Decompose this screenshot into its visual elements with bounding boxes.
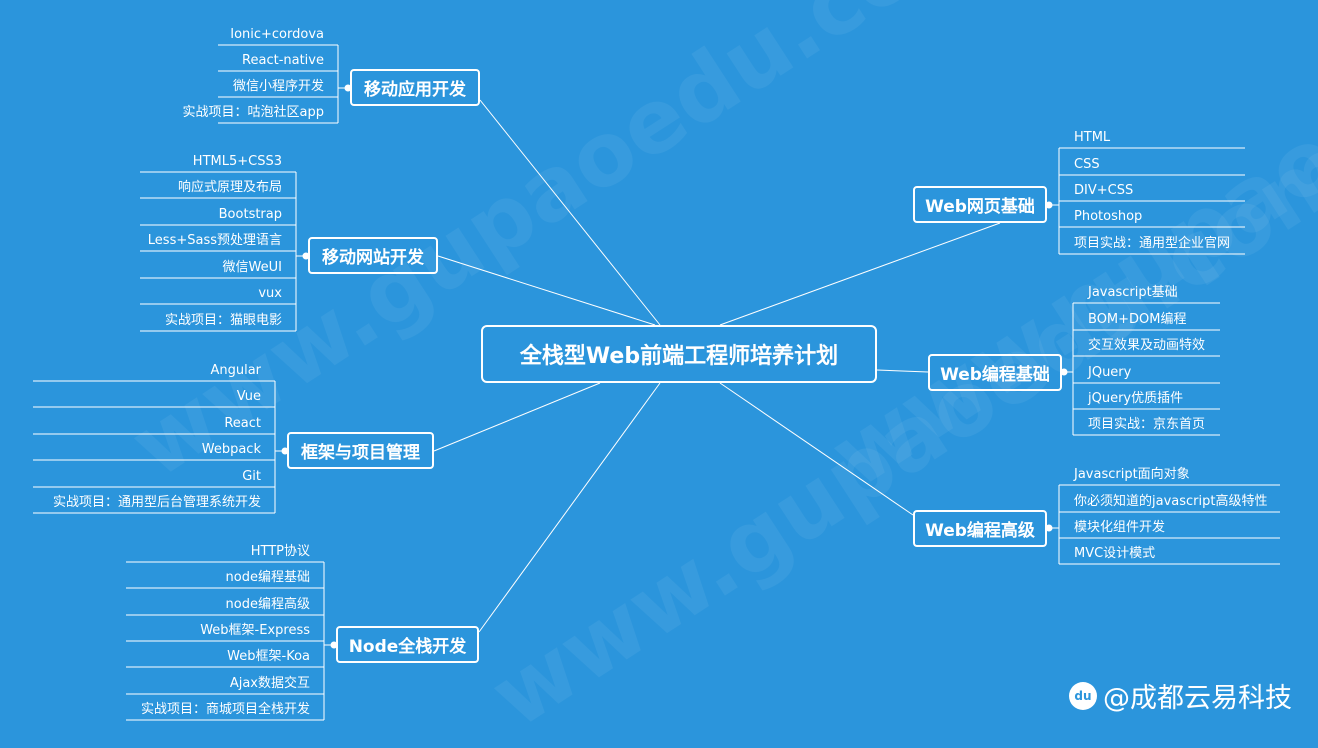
leaf: Angular (210, 363, 261, 378)
branch-web-programming: Web编程基础 (928, 354, 1062, 391)
leaf: Vue (236, 389, 261, 404)
leaf: 响应式原理及布局 (177, 180, 282, 195)
branch-label: Web编程基础 (940, 365, 1050, 385)
leaf: 项目实战：通用型企业官网 (1074, 236, 1231, 251)
leaf: Bootstrap (218, 207, 282, 222)
branch-node: Node全栈开发 (336, 626, 479, 663)
leaf: 微信WeUI (222, 260, 282, 275)
leaf: 交互效果及动画特效 (1088, 338, 1206, 353)
branch-web-advanced: Web编程高级 (913, 510, 1047, 547)
connector-line (433, 382, 601, 452)
leaf: Git (242, 469, 261, 484)
connector-dot (344, 84, 352, 92)
leaf: 模块化组件开发 (1074, 520, 1166, 535)
connector-line (478, 382, 661, 633)
branch-label: 移动应用开发 (364, 80, 466, 100)
leaf: Web框架-Express (200, 623, 310, 638)
leaf: Webpack (201, 442, 261, 457)
leaf: CSS (1074, 157, 1100, 172)
branch-mobile-app: 移动应用开发 (350, 69, 480, 106)
leaf: Javascript面向对象 (1074, 467, 1190, 482)
connector-line (437, 255, 656, 326)
branch-framework: 框架与项目管理 (287, 432, 434, 469)
leaf: Less+Sass预处理语言 (147, 233, 282, 248)
leaf: 微信小程序开发 (232, 79, 324, 94)
leaf: Web框架-Koa (227, 649, 310, 664)
branch-web-basics: Web网页基础 (913, 186, 1047, 223)
leaf: React (224, 416, 261, 431)
leaf: Ajax数据交互 (229, 676, 310, 691)
root-node: 全栈型Web前端工程师培养计划 (481, 325, 877, 383)
leaf: DIV+CSS (1074, 183, 1134, 198)
branch-label: Web网页基础 (925, 197, 1035, 217)
paw-icon: du (1069, 681, 1097, 710)
root-label: 全栈型Web前端工程师培养计划 (519, 344, 839, 369)
leaf: React-native (242, 53, 324, 68)
connector-dot (302, 252, 310, 260)
leaf: 实战项目：猫眼电影 (164, 313, 282, 328)
connector-dot (330, 641, 338, 649)
leaf: 你必须知道的javascript高级特性 (1074, 494, 1268, 509)
connector-line (479, 99, 661, 326)
leaf: BOM+DOM编程 (1088, 312, 1187, 327)
leaf: Javascript基础 (1088, 285, 1178, 300)
leaf: HTTP协议 (250, 544, 310, 559)
leaf: Photoshop (1074, 209, 1143, 224)
connector-dot (1045, 201, 1053, 209)
connector-line (876, 369, 929, 373)
brand-watermark: du @成都云易科技 (1069, 676, 1292, 715)
branch-label: Web编程高级 (925, 521, 1035, 541)
branch-label: Node全栈开发 (348, 637, 467, 657)
connector-line (719, 222, 1001, 326)
connector-dot (1045, 524, 1053, 532)
connector-dot (281, 447, 289, 455)
leaf: HTML (1074, 130, 1111, 145)
branch-mobile-site: 移动网站开发 (308, 237, 438, 274)
leaf: 实战项目：咕泡社区app (182, 105, 324, 120)
leaf: 实战项目：通用型后台管理系统开发 (52, 495, 261, 510)
leaf: HTML5+CSS3 (192, 154, 282, 169)
leaf: jQuery优质插件 (1088, 391, 1184, 406)
branch-label: 移动网站开发 (322, 248, 424, 268)
branch-label: 框架与项目管理 (301, 443, 420, 463)
leaf: 实战项目：商城项目全栈开发 (140, 702, 310, 717)
connector-dot (1060, 368, 1068, 376)
leaf: MVC设计模式 (1074, 546, 1156, 561)
leaf: JQuery (1088, 365, 1132, 380)
leaf: 项目实战：京东首页 (1088, 417, 1206, 432)
leaf: node编程高级 (225, 597, 310, 612)
connector-line (719, 382, 914, 516)
leaf: vux (258, 286, 282, 301)
leaf: Ionic+cordova (230, 27, 324, 42)
brand-text: @成都云易科技 (1103, 683, 1292, 714)
leaf: node编程基础 (225, 570, 310, 585)
